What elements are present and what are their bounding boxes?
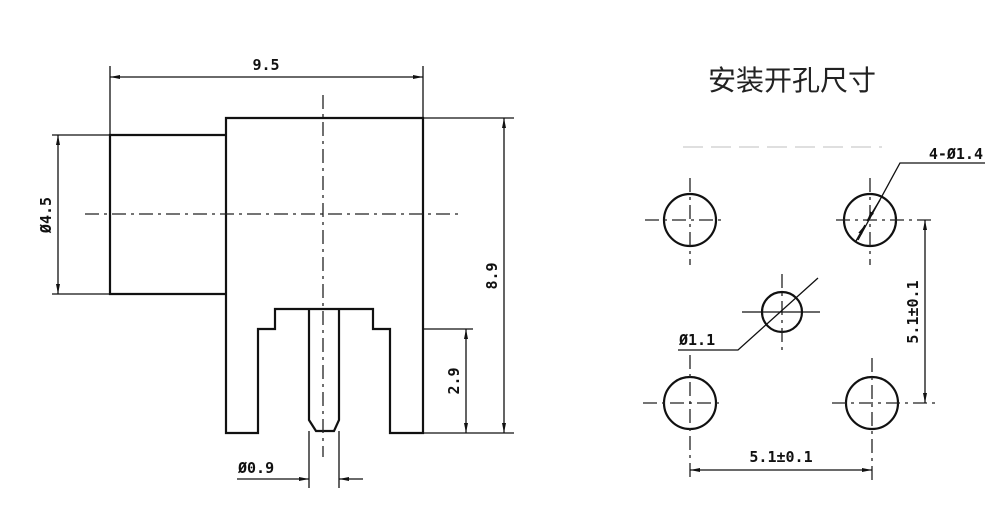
hole-bottom-right	[832, 358, 935, 480]
cylinder-outline	[108, 133, 226, 296]
leader-center-hole	[678, 277, 819, 351]
arrow	[866, 199, 881, 222]
dim-pin-diameter-label: Ø0.9	[237, 459, 274, 477]
dim-vertical-spacing-label: 5.1±0.1	[904, 280, 922, 343]
dim-center-hole-label: Ø1.1	[678, 331, 715, 349]
side-view: 9.5 Ø4.5 8.9 2.9 Ø0.9	[37, 56, 514, 488]
footprint-title: 安装开孔尺寸	[708, 64, 876, 97]
dim-height-label: 8.9	[483, 262, 501, 289]
dim-horizontal-spacing-label: 5.1±0.1	[749, 448, 812, 466]
hole-bottom-left	[643, 355, 722, 480]
arrow	[855, 224, 866, 242]
dim-leg-height-label: 2.9	[445, 367, 463, 394]
dim-width-label: 9.5	[252, 56, 279, 74]
leader-corner-holes	[857, 162, 985, 241]
connector-body-outline	[224, 116, 425, 435]
dim-body-diameter-label: Ø4.5	[37, 197, 55, 234]
hole-center	[742, 274, 820, 350]
footprint-view: 安装开孔尺寸 4-Ø1.4 Ø1.1	[643, 64, 985, 480]
dim-corner-holes-label: 4-Ø1.4	[929, 145, 983, 163]
pin-outline	[307, 309, 341, 433]
hole-top-right	[836, 178, 935, 265]
hole-top-left	[645, 178, 722, 265]
